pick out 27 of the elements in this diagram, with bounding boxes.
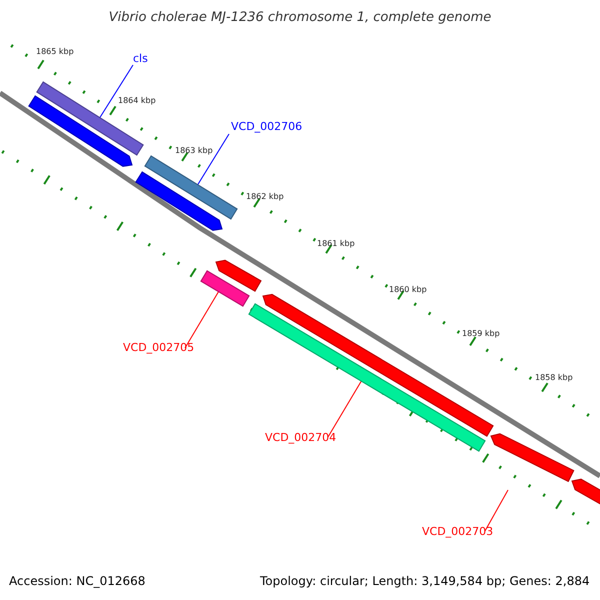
scale-label: 1865 kbp (36, 48, 74, 56)
leader-line (184, 291, 220, 348)
leader-line (197, 134, 230, 186)
scale-label: 1864 kbp (118, 97, 156, 105)
pointed-gene-block (490, 433, 574, 482)
gene-label: VCD_002703 (422, 526, 494, 537)
pointed-gene-block (215, 260, 262, 292)
gene-bar (248, 303, 486, 452)
scale-label: 1860 kbp (389, 286, 427, 294)
gene-label: VCD_002706 (231, 121, 302, 132)
gene-label: VCD_002704 (265, 432, 336, 443)
scale-label: 1863 kbp (175, 147, 213, 155)
gene-bar (200, 270, 250, 307)
scale-label: 1859 kbp (462, 330, 500, 338)
leader-line (484, 490, 508, 532)
gene-label: VCD_002705 (123, 342, 194, 353)
gene-bar (144, 155, 238, 220)
scale-label: 1862 kbp (246, 193, 284, 201)
leader-line (99, 64, 134, 118)
scale-label: 1861 kbp (317, 240, 355, 248)
accession-text: Accession: NC_012668 (9, 575, 146, 587)
gene-label: cls (133, 53, 148, 64)
map-title: Vibrio cholerae MJ-1236 chromosome 1, complete genome (108, 11, 492, 24)
leader-line (328, 380, 362, 438)
scale-label: 1858 kbp (535, 374, 573, 382)
pointed-gene-block (135, 171, 223, 231)
genome-stats-text: Topology: circular; Length: 3,149,584 bp; Genes: 2,884 (260, 575, 590, 587)
